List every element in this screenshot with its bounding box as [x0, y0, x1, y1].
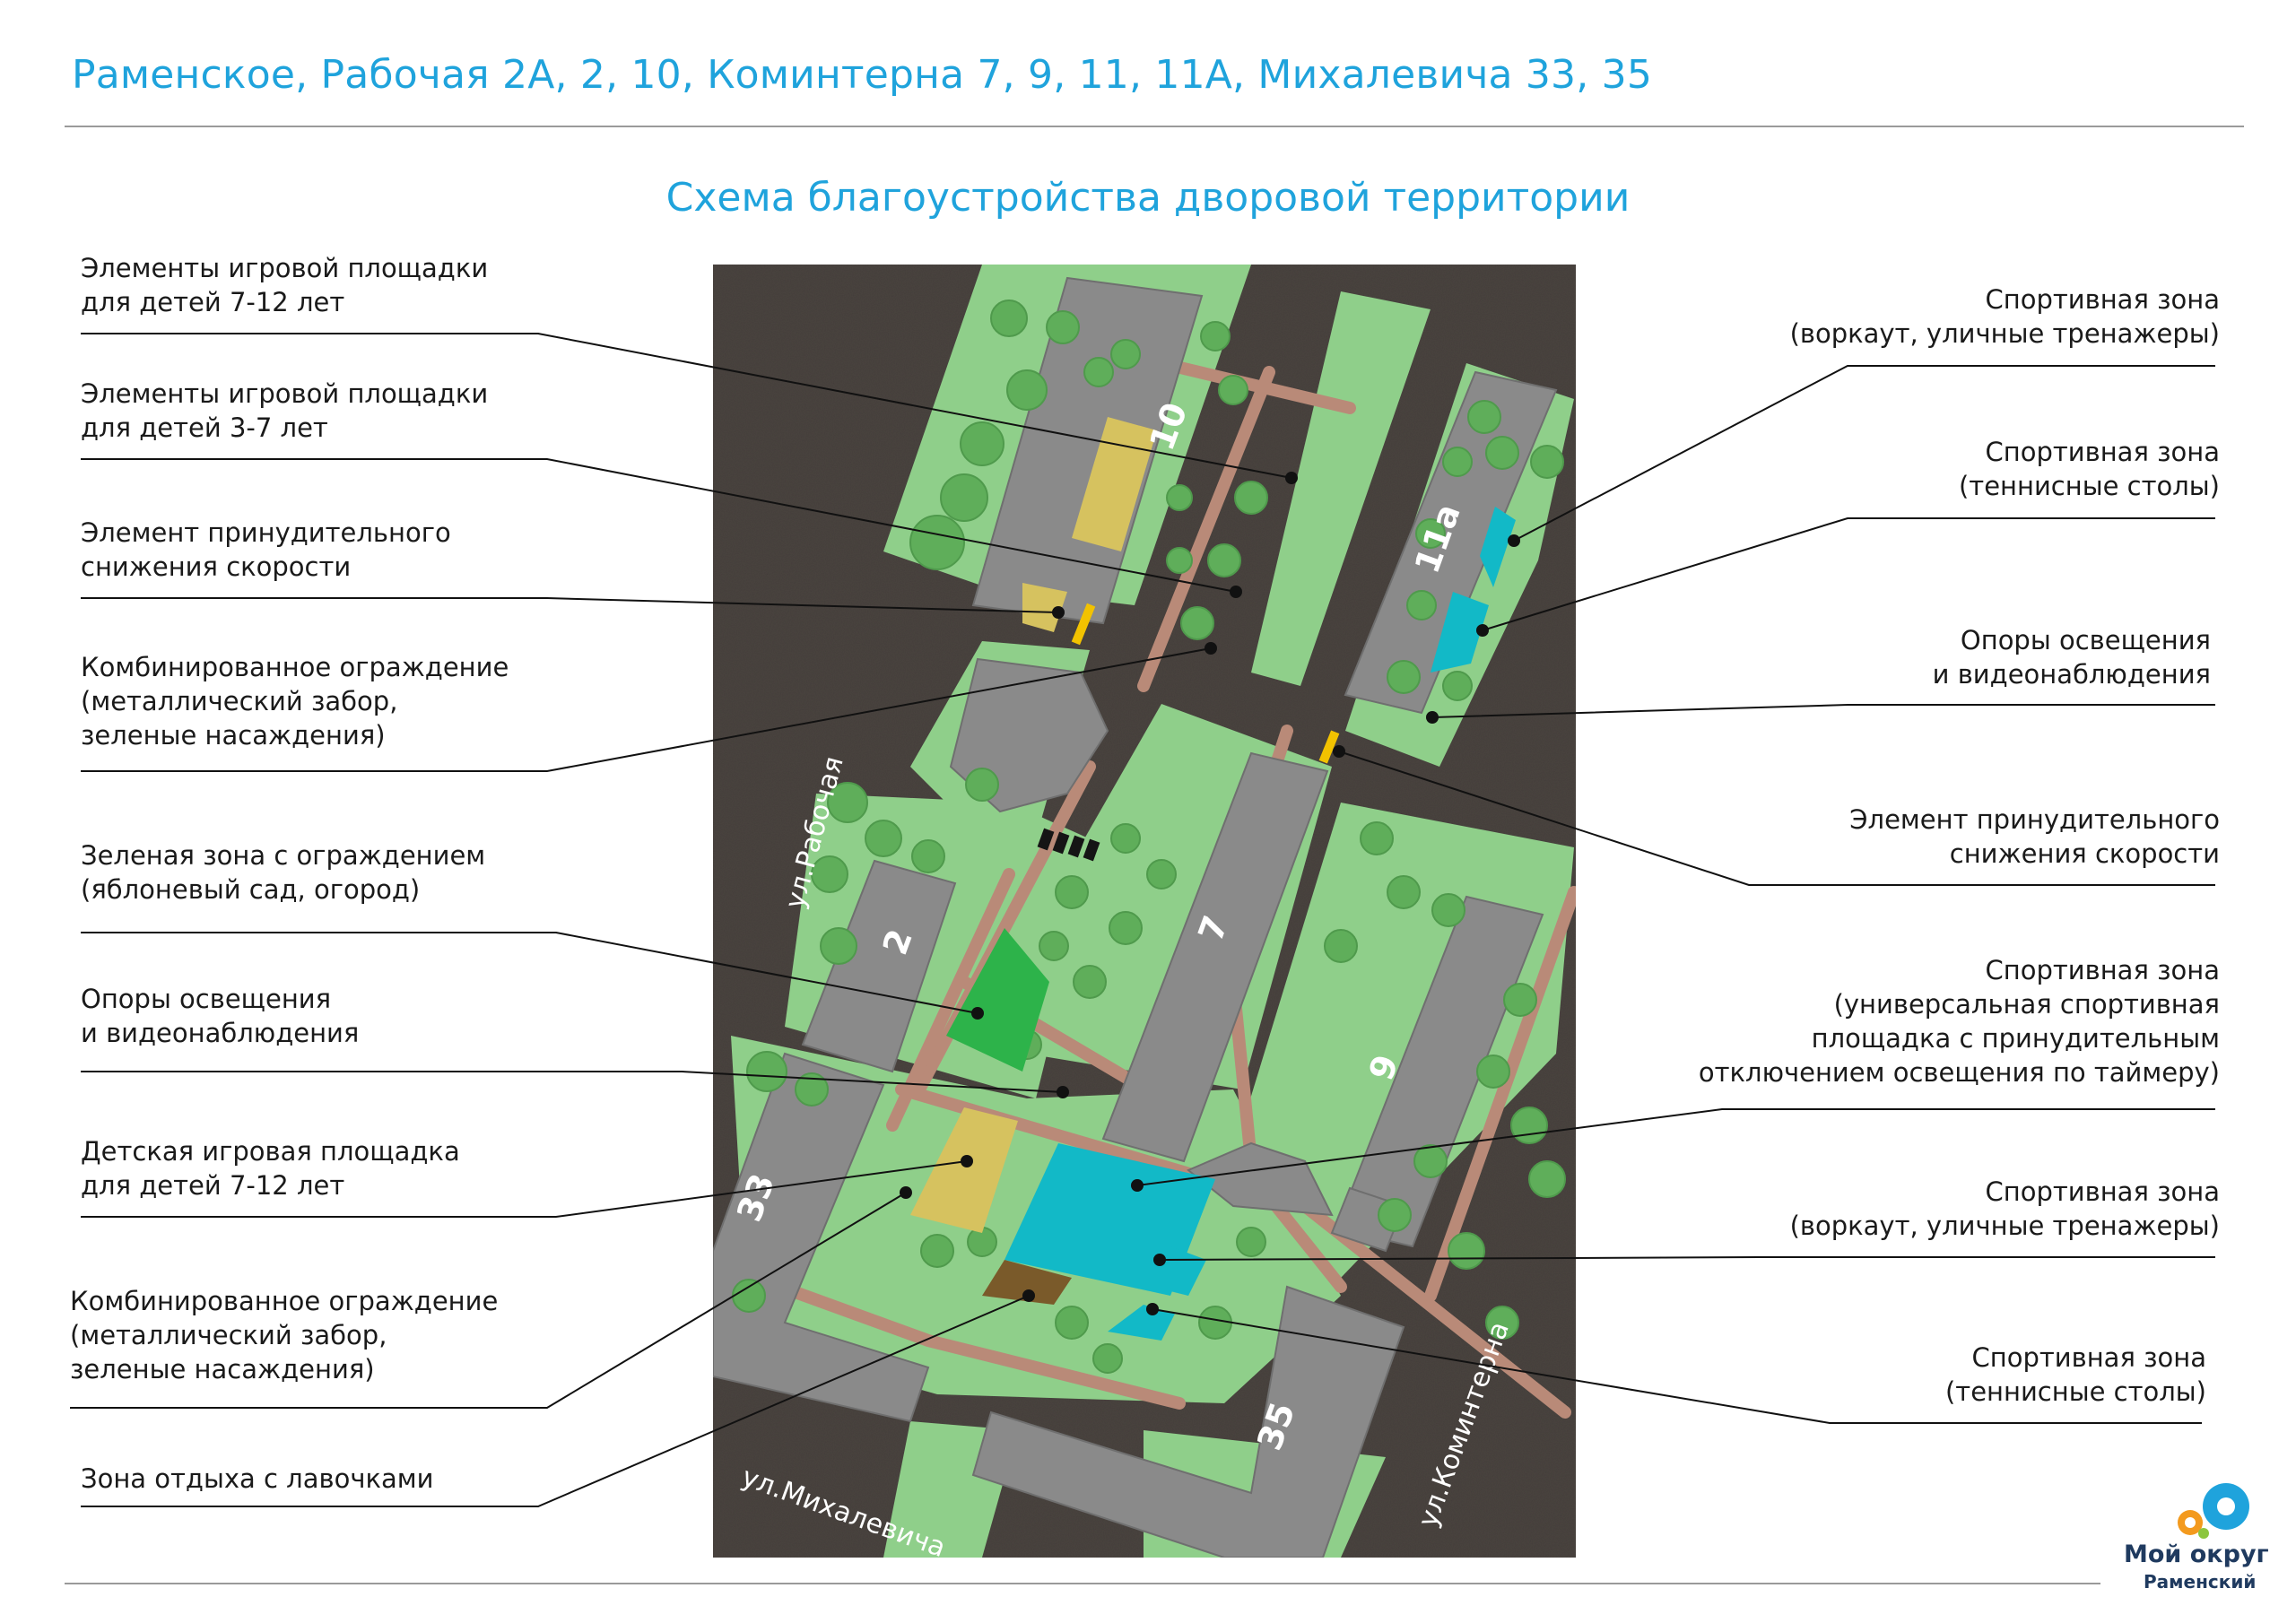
- tree-1: [1046, 310, 1080, 344]
- label-left-6: Опоры освещения и видеонаблюдения: [81, 984, 360, 1048]
- tree-22: [1442, 671, 1473, 701]
- tree-30: [1109, 911, 1143, 945]
- tree-4: [940, 473, 988, 522]
- tree-6: [1083, 357, 1114, 387]
- header-divider: [65, 126, 2244, 127]
- zone-benches: [982, 1260, 1072, 1305]
- tree-21: [1387, 660, 1421, 694]
- tree-32: [1039, 931, 1069, 961]
- tree-25: [820, 927, 857, 965]
- tree-2: [1006, 369, 1048, 411]
- tree-31: [1073, 965, 1107, 999]
- tree-35: [1146, 859, 1177, 890]
- footer-divider: [65, 1583, 2100, 1584]
- tree-54: [1092, 1343, 1123, 1374]
- tree-0: [990, 299, 1028, 337]
- label-left-5: Зеленая зона с ограждением (яблоневый са…: [81, 840, 486, 905]
- tree-29: [1055, 875, 1089, 909]
- page-title: Раменское, Рабочая 2А, 2, 10, Коминтерна…: [72, 52, 1653, 98]
- moy-okrug-logo: [2178, 1483, 2249, 1539]
- label-left-9: Зона отдыха с лавочками: [81, 1463, 434, 1494]
- tree-40: [1503, 983, 1537, 1017]
- tree-27: [911, 839, 945, 873]
- tree-37: [1387, 875, 1421, 909]
- label-left-2: Элементы игровой площадки для детей 3-7 …: [81, 378, 489, 443]
- tree-39: [1324, 929, 1358, 963]
- tree-8: [1200, 321, 1231, 352]
- tree-51: [920, 1234, 954, 1268]
- tree-11: [1166, 547, 1193, 574]
- label-right-7: Спортивная зона (теннисные столы): [1944, 1342, 2206, 1407]
- tree-53: [1055, 1306, 1089, 1340]
- label-right-3: Опоры освещения и видеонаблюдения: [1932, 625, 2211, 690]
- logo-text-line1: Мой округ: [2124, 1541, 2269, 1568]
- tree-17: [1485, 436, 1519, 470]
- speed-bumps: [1071, 603, 1340, 764]
- label-left-8: Комбинированное ограждение (металлически…: [70, 1286, 499, 1384]
- tree-26: [865, 820, 902, 857]
- label-right-1: Спортивная зона (воркаут, уличные тренаж…: [1789, 284, 2220, 349]
- tree-41: [1476, 1055, 1510, 1089]
- label-left-3: Элемент принудительного снижения скорост…: [81, 517, 451, 582]
- label-left-7: Детская игровая площадка для детей 7-12 …: [81, 1136, 460, 1201]
- tree-38: [1431, 893, 1465, 927]
- zone-apple-garden: [946, 928, 1049, 1072]
- tree-45: [1378, 1198, 1412, 1232]
- tree-20: [1406, 590, 1437, 621]
- tree-24: [811, 855, 848, 893]
- tree-5: [909, 515, 965, 570]
- tree-7: [1110, 339, 1141, 369]
- tree-16: [1442, 447, 1473, 477]
- tree-19: [1415, 518, 1446, 549]
- label-left-4: Комбинированное ограждение (металлически…: [81, 652, 509, 751]
- tree-10: [1166, 484, 1193, 511]
- tree-44: [1413, 1144, 1448, 1178]
- tree-56: [1236, 1227, 1266, 1257]
- tree-3: [960, 421, 1004, 466]
- tree-43: [1528, 1160, 1566, 1198]
- label-right-6: Спортивная зона (воркаут, уличные тренаж…: [1789, 1176, 2220, 1241]
- zone-tennis-north: [1431, 592, 1489, 673]
- tree-28: [965, 768, 999, 802]
- tree-9: [1218, 375, 1248, 405]
- tree-42: [1510, 1107, 1548, 1144]
- tree-18: [1530, 445, 1564, 479]
- tree-12: [1207, 543, 1241, 577]
- diagram-title: Схема благоустройства дворовой территори…: [665, 175, 1631, 221]
- label-left-1: Элементы игровой площадки для детей 7-12…: [81, 253, 489, 317]
- tree-50: [732, 1279, 766, 1313]
- tree-55: [1198, 1306, 1232, 1340]
- label-right-5: Спортивная зона (универсальная спортивна…: [1698, 955, 2220, 1088]
- tree-46: [1448, 1232, 1485, 1270]
- logo-text-line2: Раменский: [2144, 1571, 2257, 1593]
- tree-36: [1360, 821, 1394, 855]
- parking-bars: [1037, 828, 1100, 862]
- tree-13: [1180, 606, 1214, 640]
- site-plan-map: 10 11а 2 7 9 33 35 ул.Рабочая ул.Михалев…: [713, 265, 1576, 1558]
- tree-14: [1234, 481, 1268, 515]
- tree-34: [1110, 823, 1141, 854]
- tree-48: [746, 1051, 787, 1092]
- tree-23: [827, 782, 868, 823]
- tree-49: [795, 1072, 829, 1107]
- label-right-4: Элемент принудительного снижения скорост…: [1849, 804, 2220, 869]
- tree-15: [1467, 400, 1501, 434]
- label-right-2: Спортивная зона (теннисные столы): [1958, 437, 2220, 501]
